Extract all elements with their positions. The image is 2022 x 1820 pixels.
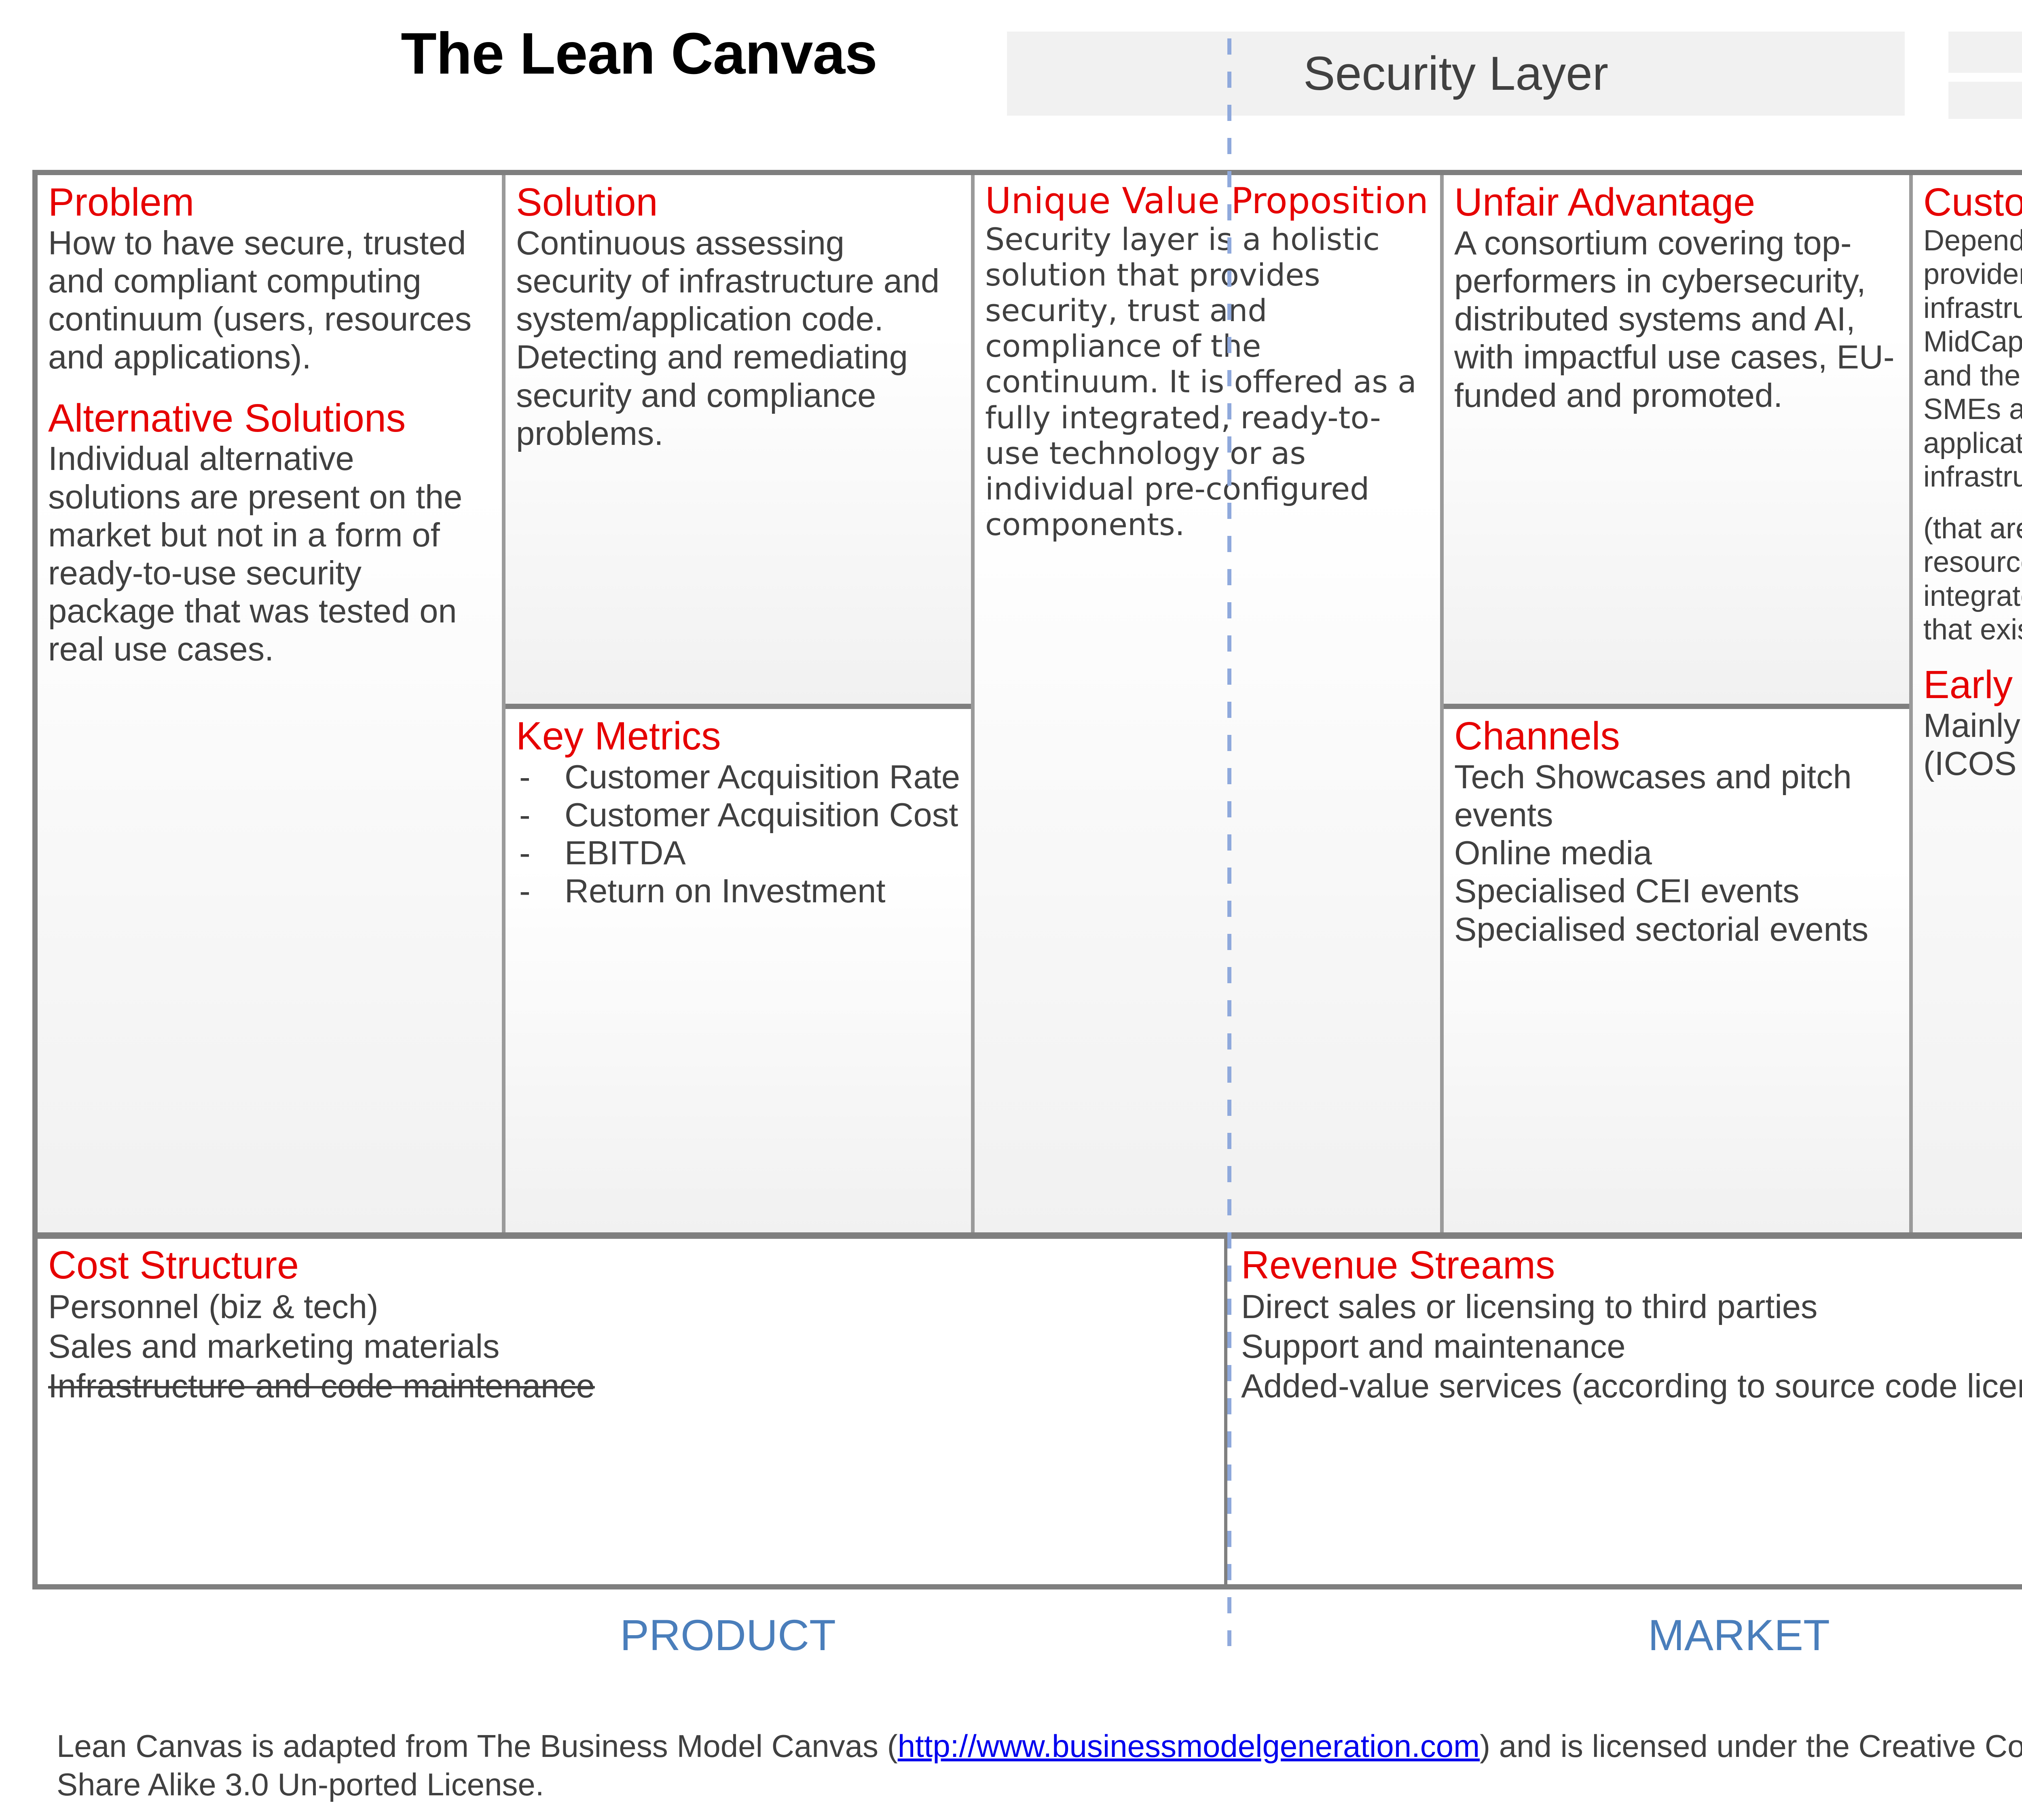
spacer <box>1923 494 2022 512</box>
list-item: -Customer Acquisition Rate <box>516 758 960 796</box>
unfair-advantage-heading: Unfair Advantage <box>1454 180 1756 224</box>
revenue-streams-heading: Revenue Streams <box>1241 1243 1555 1287</box>
alternative-solutions-body: Individual alternative solutions are pre… <box>48 440 463 668</box>
cell-key-metrics: Key Metrics -Customer Acquisition Rate -… <box>506 709 971 1232</box>
alternative-solutions-heading: Alternative Solutions <box>48 396 406 440</box>
cost-structure-heading: Cost Structure <box>48 1243 299 1287</box>
product-label: PRODUCT <box>620 1610 836 1659</box>
customer-segments-note: (that are lacking knowledge and/or resou… <box>1923 512 2022 646</box>
revenue-streams-line: Support and maintenance <box>1241 1327 1626 1365</box>
product-market-divider <box>1227 38 1231 1646</box>
list-item: -Customer Acquisition Cost <box>516 796 960 834</box>
revenue-streams-line: Added-value services (according to sourc… <box>1241 1367 2022 1405</box>
spacer <box>1923 647 2022 664</box>
solution-body: Continuous assessing security of infrast… <box>516 224 940 452</box>
cost-structure-line: Personnel (biz & tech) <box>48 1287 379 1325</box>
column-problem: Problem How to have secure, trusted and … <box>38 175 506 1232</box>
uvp-body: Security layer is a holistic solution th… <box>985 221 1417 543</box>
column-solution: Solution Continuous assessing security o… <box>506 175 975 1232</box>
problem-body: How to have secure, trusted and complian… <box>48 224 472 376</box>
iteration-box: Iteration #1 <box>1948 82 2022 119</box>
bottom-row: Cost Structure Personnel (biz & tech) Sa… <box>32 1234 2022 1589</box>
list-item-label: EBITDA <box>565 834 686 872</box>
cell-cost-structure: Cost Structure Personnel (biz & tech) Sa… <box>38 1239 1227 1584</box>
license-suffix: ) and is licensed under the Creative Com… <box>57 1728 2022 1803</box>
subtitle-label: Security Layer <box>1303 47 1609 100</box>
list-item: -EBITDA <box>516 834 960 872</box>
problem-heading: Problem <box>48 180 195 224</box>
market-label: MARKET <box>1648 1610 1830 1659</box>
customer-segments-heading: Customer Segments <box>1923 180 2022 224</box>
businessmodelgeneration-link[interactable]: http://www.businessmodelgeneration.com <box>897 1728 1480 1764</box>
cell-problem: Problem How to have secure, trusted and … <box>38 175 502 1232</box>
cell-customer-segments: Customer Segments Depending on the offer… <box>1913 175 2022 1232</box>
cell-solution: Solution Continuous assessing security o… <box>506 175 971 709</box>
subtitle-box: Security Layer <box>1007 32 1905 116</box>
canvas-grid: Problem How to have secure, trusted and … <box>32 170 2022 1238</box>
cell-channels: Channels Tech Showcases and pitch events… <box>1444 709 1909 1232</box>
list-item: -Return on Investment <box>516 872 960 910</box>
revenue-streams-line: Direct sales or licensing to third parti… <box>1241 1287 1818 1325</box>
list-item-label: Customer Acquisition Rate <box>565 758 960 796</box>
early-adopters-body: Mainly sectorial businesses (ICOS UC-rel… <box>1923 706 2022 783</box>
date-box: 11-12-2024 <box>1948 32 2022 73</box>
license-prefix: Lean Canvas is adapted from The Business… <box>57 1728 898 1764</box>
bullet-dash: - <box>519 758 531 796</box>
column-customer-segments: Customer Segments Depending on the offer… <box>1913 175 2022 1232</box>
key-metrics-list: -Customer Acquisition Rate -Customer Acq… <box>516 758 960 910</box>
page-title: The Lean Canvas <box>401 21 878 86</box>
column-unfair-advantage: Unfair Advantage A consortium covering t… <box>1444 175 1913 1232</box>
key-metrics-heading: Key Metrics <box>516 714 721 758</box>
list-item-label: Return on Investment <box>565 872 886 910</box>
customer-segments-body: Depending on the offering: i) XaaS provi… <box>1923 224 2022 493</box>
solution-heading: Solution <box>516 180 658 224</box>
channels-heading: Channels <box>1454 714 1620 758</box>
cell-unfair-advantage: Unfair Advantage A consortium covering t… <box>1444 175 1909 709</box>
page-header: The Lean Canvas Security Layer 11-12-202… <box>0 0 2022 162</box>
bullet-dash: - <box>519 796 531 834</box>
license-note: Lean Canvas is adapted from The Business… <box>57 1727 2022 1804</box>
early-adopters-heading: Early adopters <box>1923 662 2022 707</box>
bullet-dash: - <box>519 834 531 872</box>
uvp-heading: Unique Value Proposition <box>985 180 1429 222</box>
cell-revenue-streams: Revenue Streams Direct sales or licensin… <box>1231 1239 2022 1584</box>
list-item-label: Customer Acquisition Cost <box>565 796 958 834</box>
cost-structure-line-struck: Infrastructure and code maintenance <box>48 1367 595 1405</box>
cell-uvp: Unique Value Proposition Security layer … <box>975 175 1440 1232</box>
unfair-advantage-body: A consortium covering top-performers in … <box>1454 224 1895 414</box>
channels-body: Tech Showcases and pitch events Online m… <box>1454 758 1869 948</box>
column-uvp: Unique Value Proposition Security layer … <box>975 175 1444 1232</box>
bullet-dash: - <box>519 872 531 910</box>
cost-structure-line: Sales and marketing materials <box>48 1327 500 1365</box>
spacer <box>48 377 491 398</box>
